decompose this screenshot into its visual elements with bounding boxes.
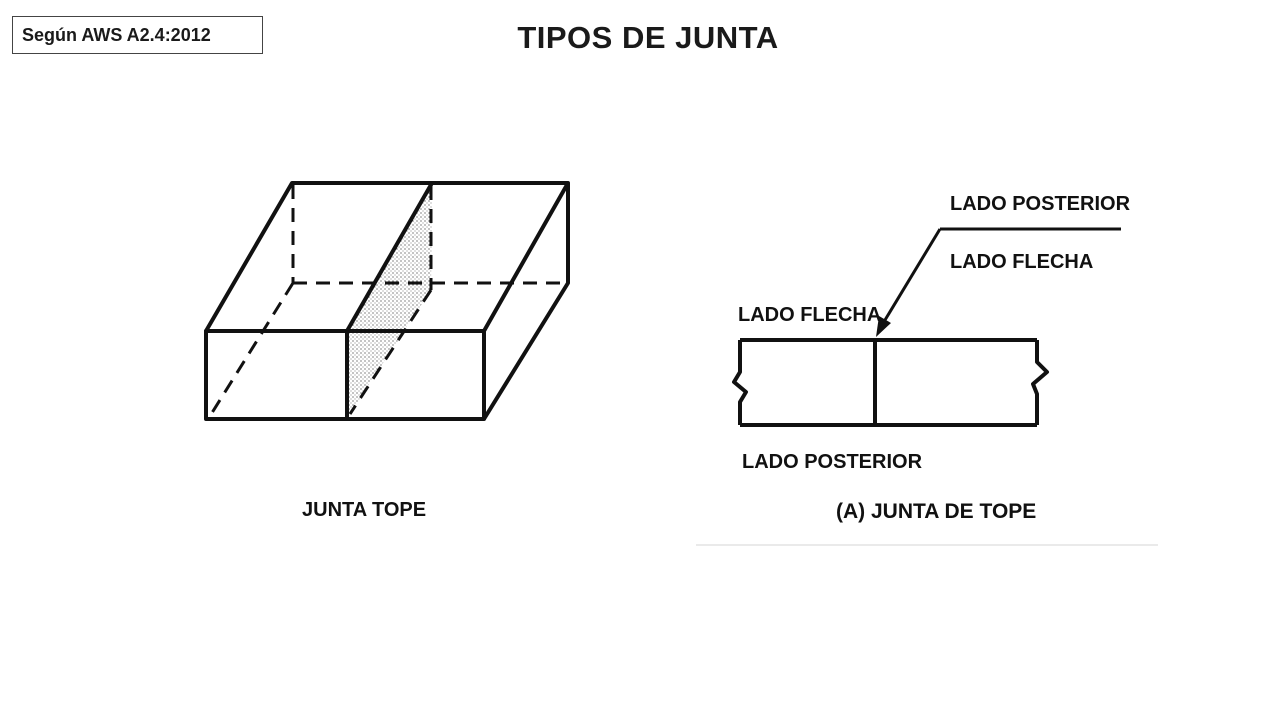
- weld-symbol-arrow: [880, 227, 1121, 326]
- right-figure-caption: (A) JUNTA DE TOPE: [836, 500, 1036, 523]
- joint-plates: [732, 338, 1049, 427]
- butt-joint-isometric-figure: JUNTA TOPE: [204, 181, 570, 521]
- hidden-edges: [208, 185, 567, 417]
- left-figure-caption: JUNTA TOPE: [302, 499, 426, 521]
- standard-reference-box: Según AWS A2.4:2012: [12, 16, 263, 54]
- label-top-posterior: LADO POSTERIOR: [950, 193, 1131, 215]
- label-top-flecha: LADO FLECHA: [950, 251, 1093, 273]
- visible-edges: [204, 181, 570, 421]
- page-title: TIPOS DE JUNTA: [517, 20, 779, 55]
- butt-joint-section-figure: LADO POSTERIOR LADO FLECHA LADO FLECHA L…: [696, 193, 1158, 546]
- arrow-head-icon: [876, 316, 891, 337]
- label-left-flecha: LADO FLECHA: [738, 304, 881, 326]
- standard-reference-label: Según AWS A2.4:2012: [22, 24, 211, 45]
- weld-zone-top-face: [347, 184, 432, 418]
- label-bottom-posterior: LADO POSTERIOR: [742, 451, 923, 473]
